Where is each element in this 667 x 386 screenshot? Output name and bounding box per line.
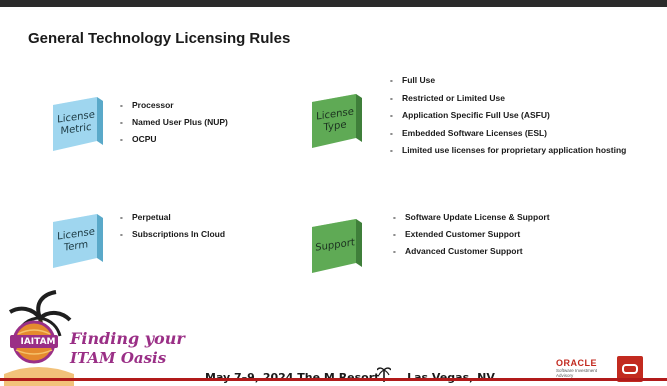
support-cube: Support — [306, 217, 364, 275]
list-item: Processor — [120, 100, 228, 111]
list-item: Named User Plus (NUP) — [120, 117, 228, 128]
iaitam-logo-text: IAITAM — [20, 337, 56, 347]
list-item: Advanced Customer Support — [393, 246, 550, 257]
oracle-sub-2: Advisory — [556, 373, 574, 378]
tagline-line1: Finding your — [70, 329, 185, 348]
list-item: Application Specific Full Use (ASFU) — [390, 110, 640, 121]
oracle-sub-1: Software Investment — [556, 368, 598, 373]
list-item: Software Update License & Support — [393, 212, 550, 223]
tagline-line2: ITAM Oasis — [70, 349, 167, 367]
list-item: Restricted or Limited Use — [390, 93, 640, 104]
footer-divider — [0, 378, 667, 381]
support-list: Software Update License & Support Extend… — [393, 212, 550, 263]
list-item: Full Use — [390, 75, 640, 86]
license-term-label-2: Term — [63, 239, 89, 254]
support-label: Support — [315, 237, 355, 254]
oracle-badge-icon — [617, 356, 643, 382]
license-type-list: Full Use Restricted or Limited Use Appli… — [390, 75, 640, 162]
list-item: Extended Customer Support — [393, 229, 550, 240]
oracle-wordmark: ORACLE — [556, 358, 597, 368]
iaitam-logo — [4, 290, 74, 386]
list-item: Perpetual — [120, 212, 225, 223]
license-term-list: Perpetual Subscriptions In Cloud — [120, 212, 225, 246]
license-metric-list: Processor Named User Plus (NUP) OCPU — [120, 100, 228, 151]
palm-tree-icon — [377, 367, 391, 382]
list-item: Limited use licenses for proprietary app… — [390, 145, 640, 155]
oracle-logo: ORACLE Software Investment Advisory — [556, 358, 608, 379]
list-item: Subscriptions In Cloud — [120, 229, 225, 240]
list-item: Embedded Software Licenses (ESL) — [390, 128, 640, 139]
list-item: OCPU — [120, 134, 228, 145]
license-type-label-2: Type — [323, 119, 347, 134]
slide-title: General Technology Licensing Rules — [28, 30, 291, 47]
